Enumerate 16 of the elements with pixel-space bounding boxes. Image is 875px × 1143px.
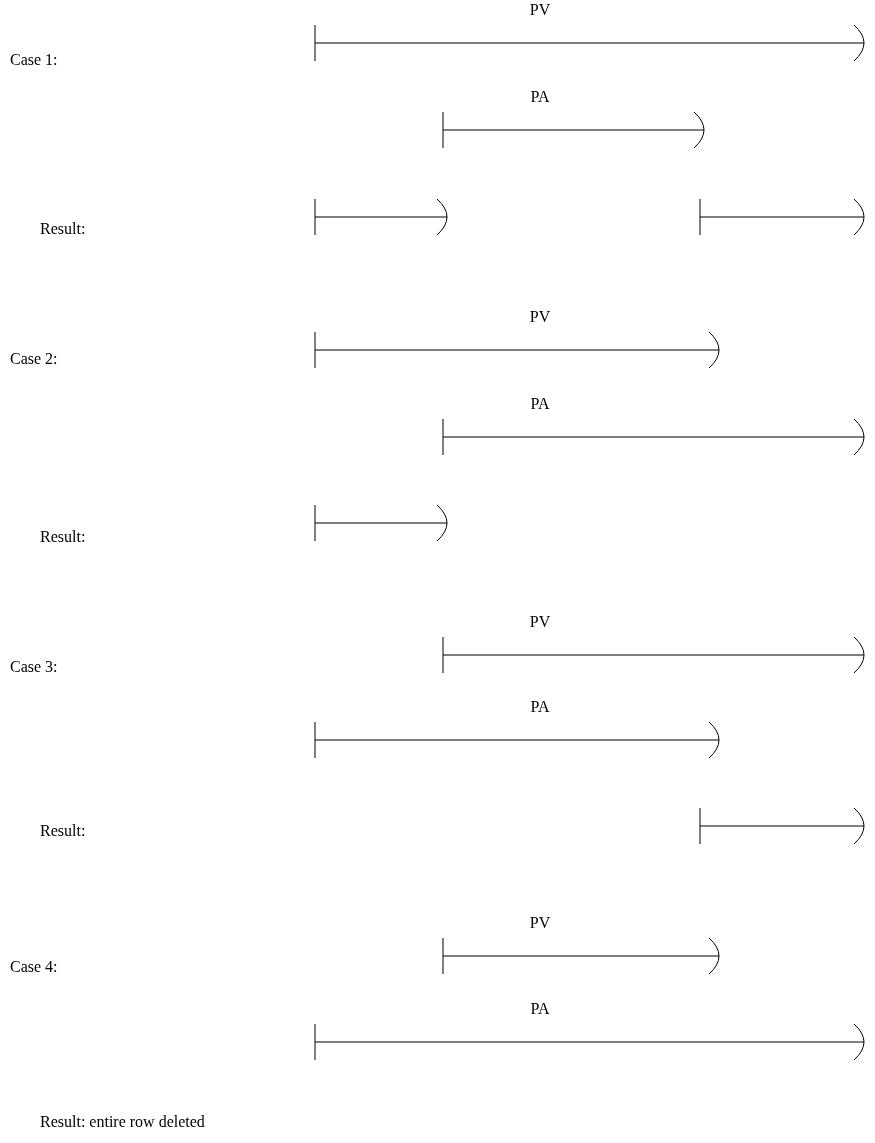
row-label: Case 1: — [10, 51, 58, 69]
row-label: Case 2: — [10, 350, 58, 368]
interval-label: PA — [530, 1000, 550, 1018]
interval-label: PV — [529, 308, 551, 326]
row-label: Case 4: — [10, 958, 58, 976]
row-label: Result: — [40, 822, 86, 840]
interval-label: PA — [530, 698, 550, 716]
interval-label: PV — [529, 914, 551, 932]
row-label: Result: — [40, 528, 86, 546]
row-label: Case 3: — [10, 658, 58, 676]
interval-label: PA — [530, 88, 550, 106]
interval-label: PV — [529, 613, 551, 631]
interval-label: PV — [529, 1, 551, 19]
row-label: Result: entire row deleted — [40, 1113, 205, 1131]
interval-label: PA — [530, 395, 550, 413]
row-label: Result: — [40, 220, 86, 238]
